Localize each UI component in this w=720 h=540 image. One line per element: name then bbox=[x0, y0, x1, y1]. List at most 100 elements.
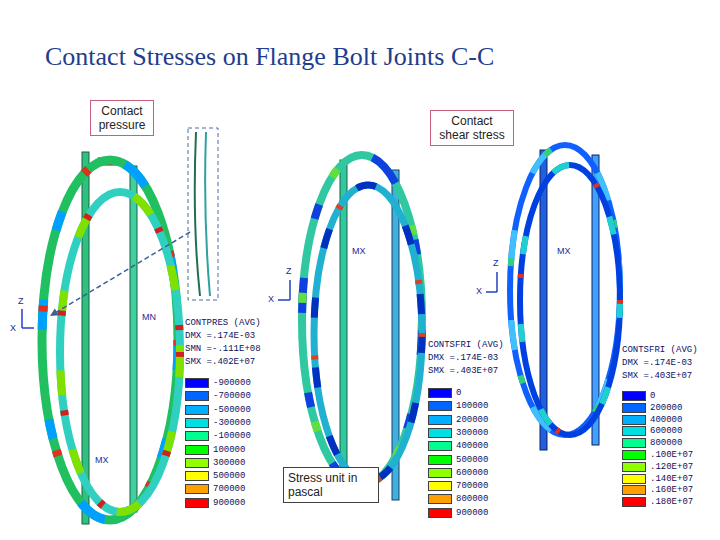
legend-row: .160E+07 bbox=[622, 485, 693, 495]
ring bbox=[510, 145, 620, 435]
legend-swatch bbox=[428, 468, 452, 478]
legend-swatch bbox=[622, 450, 646, 460]
legend-swatch bbox=[622, 415, 646, 425]
callout-text: Contact shear stress bbox=[435, 114, 509, 142]
legend-value: 700000 bbox=[213, 484, 245, 494]
axis-line bbox=[496, 272, 498, 292]
inset-edge bbox=[205, 132, 210, 296]
axis-label: X bbox=[268, 294, 274, 304]
legend-value: .160E+07 bbox=[650, 485, 693, 495]
legend-swatch bbox=[622, 485, 646, 495]
ring-contour bbox=[520, 165, 620, 435]
ring-contour bbox=[302, 155, 422, 485]
legend-row: -100000 bbox=[185, 431, 251, 441]
ring-model bbox=[22, 152, 180, 524]
flange-plate bbox=[130, 166, 137, 512]
ring-model bbox=[278, 155, 422, 500]
legend-value: 200000 bbox=[650, 403, 682, 413]
legend-swatch bbox=[622, 426, 646, 436]
legend-row: .120E+07 bbox=[622, 462, 693, 472]
legend-swatch bbox=[622, 474, 646, 484]
legend-value: 700000 bbox=[456, 481, 488, 491]
legend-swatch bbox=[428, 415, 452, 425]
legend-value: 300000 bbox=[213, 458, 245, 468]
legend-value: 800000 bbox=[650, 438, 682, 448]
legend-swatch bbox=[185, 445, 209, 455]
ring-contour bbox=[510, 145, 620, 435]
legend-row: 700000 bbox=[428, 481, 488, 491]
legend-row: 600000 bbox=[428, 468, 488, 478]
legend-row: 0 bbox=[622, 391, 655, 401]
legend-swatch bbox=[185, 431, 209, 441]
legend-row: 800000 bbox=[428, 494, 488, 504]
axis-label: MN bbox=[142, 312, 156, 322]
axis-label: Z bbox=[493, 258, 499, 268]
legend-row: 400000 bbox=[428, 441, 488, 451]
legend-header: SMX =.402E+07 bbox=[185, 357, 255, 368]
legend-value: -300000 bbox=[213, 418, 251, 428]
legend-row: 100000 bbox=[185, 445, 245, 455]
legend-row: 900000 bbox=[185, 498, 245, 508]
legend-value: .180E+07 bbox=[650, 497, 693, 507]
axis-line bbox=[22, 327, 34, 329]
legend-swatch bbox=[428, 494, 452, 504]
ring-contour bbox=[520, 165, 620, 435]
legend-swatch bbox=[185, 484, 209, 494]
legend-row: -700000 bbox=[185, 391, 251, 401]
legend-row: 200000 bbox=[622, 403, 682, 413]
legend-header: SMX =.403E+07 bbox=[622, 371, 692, 382]
legend-swatch bbox=[428, 481, 452, 491]
legend-value: 400000 bbox=[650, 415, 682, 425]
ring-contour bbox=[510, 145, 620, 435]
legend-swatch bbox=[622, 438, 646, 448]
ring bbox=[302, 155, 422, 485]
legend-swatch bbox=[185, 471, 209, 481]
legend-row: -500000 bbox=[185, 405, 251, 415]
legend-value: 200000 bbox=[456, 415, 488, 425]
callout-text: Stress unit in pascal bbox=[288, 471, 374, 499]
legend-value: -100000 bbox=[213, 431, 251, 441]
legend-row: 700000 bbox=[185, 484, 245, 494]
legend-row: 800000 bbox=[622, 438, 682, 448]
legend-row: 500000 bbox=[428, 455, 488, 465]
legend-row: .140E+07 bbox=[622, 474, 693, 484]
legend-header: SMN =-.111E+08 bbox=[185, 344, 261, 355]
legend-row: 0 bbox=[428, 388, 461, 398]
legend-row: 100000 bbox=[428, 401, 488, 411]
legend-swatch bbox=[622, 391, 646, 401]
ring-contour bbox=[60, 192, 180, 512]
inset-frame bbox=[188, 128, 218, 300]
legend-row: -900000 bbox=[185, 378, 251, 388]
callout-box: Contact pressure bbox=[90, 100, 154, 136]
axis-line bbox=[21, 309, 23, 328]
axis-label: MX bbox=[352, 246, 366, 256]
legend-value: 600000 bbox=[650, 426, 682, 436]
legend-value: 900000 bbox=[456, 508, 488, 518]
ring bbox=[314, 185, 422, 481]
legend-swatch bbox=[185, 378, 209, 388]
legend-row: 600000 bbox=[622, 426, 682, 436]
legend-value: -700000 bbox=[213, 391, 251, 401]
legend-value: .140E+07 bbox=[650, 474, 693, 484]
legend-value: 500000 bbox=[213, 471, 245, 481]
callout-box: Contact shear stress bbox=[430, 110, 514, 146]
legend-swatch bbox=[622, 497, 646, 507]
callout-text: Contact pressure bbox=[95, 104, 149, 132]
axis-line bbox=[278, 299, 290, 301]
legend-value: -900000 bbox=[213, 378, 251, 388]
legend-header: DMX =.174E-03 bbox=[185, 331, 255, 342]
ring bbox=[520, 165, 620, 435]
axis-label: Z bbox=[18, 296, 24, 306]
slide-title: Contact Stresses on Flange Bolt Joints C… bbox=[45, 42, 494, 72]
legend-value: 500000 bbox=[456, 455, 488, 465]
ring-model bbox=[486, 145, 620, 450]
legend-row: -300000 bbox=[185, 418, 251, 428]
legend-swatch bbox=[428, 428, 452, 438]
legend-swatch bbox=[185, 498, 209, 508]
inset-edge bbox=[195, 132, 200, 296]
legend-value: 800000 bbox=[456, 494, 488, 504]
legend-value: 600000 bbox=[456, 468, 488, 478]
legend-value: 0 bbox=[650, 391, 655, 401]
legend-value: 100000 bbox=[213, 445, 245, 455]
